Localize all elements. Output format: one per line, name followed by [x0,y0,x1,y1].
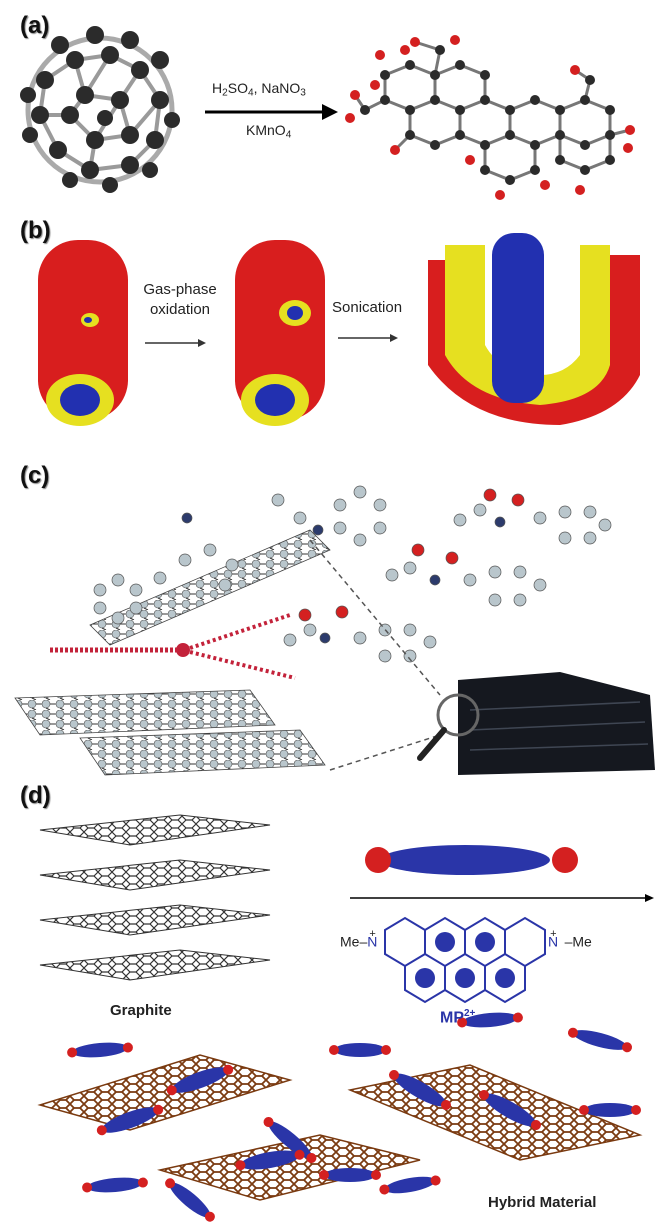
graphene-oxide-fragment [345,35,635,200]
panel-b-label: (b) [20,217,51,244]
zipper [50,613,296,680]
fullerene-cage [20,26,180,193]
molecule-1 [93,512,239,625]
panel-a-graphic [20,26,635,200]
panel-b-graphic [38,233,640,426]
panel-d-graphic [37,814,654,1222]
reaction-arrow [205,104,338,120]
panel-a: (a) [0,0,660,215]
guide-line-2 [329,734,441,771]
panel-c: (c) [0,440,660,780]
unzipped-nanotube [428,233,640,425]
arrow-oxidation [145,339,206,347]
panel-d: (d) [0,780,660,1226]
graphite-label: Graphite [110,1002,172,1019]
panel-c-graphic [14,485,655,776]
molecule-3 [453,488,612,545]
panel-c-label: (c) [20,462,50,489]
me-left-label: Me–N+ [340,928,378,950]
nanotube-2 [235,240,325,426]
reagents-top: H2SO4, NaNO3 [212,80,306,99]
graphene-sheet-2 [79,729,326,776]
reagents-bottom: KMnO4 [246,122,292,141]
step2-label: Sonication [332,299,403,316]
mp-label: MP2+ [440,1008,476,1027]
molecule-5 [283,605,437,663]
magnifier-icon [417,693,480,761]
long-arrow [350,894,654,902]
guide-line-1 [309,539,441,696]
molecule-4 [385,543,547,607]
mp-structure [384,916,546,1004]
graphite-stack [39,814,271,981]
me-right-label: N+–Me [548,928,592,950]
graphene-sheet-1 [14,689,276,736]
intercalated-molecules [67,1012,641,1222]
step1-label: Gas-phase oxidation [143,281,217,318]
hybrid-material-label: Hybrid Material [488,1194,597,1211]
nanotube-1 [38,240,128,426]
panel-b: (b) [0,215,660,440]
arrow-sonication [338,334,398,342]
mp-capsule [365,845,578,875]
panel-d-label: (d) [20,782,51,809]
panel-a-label: (a) [20,12,50,39]
molecule-2 [271,485,387,547]
